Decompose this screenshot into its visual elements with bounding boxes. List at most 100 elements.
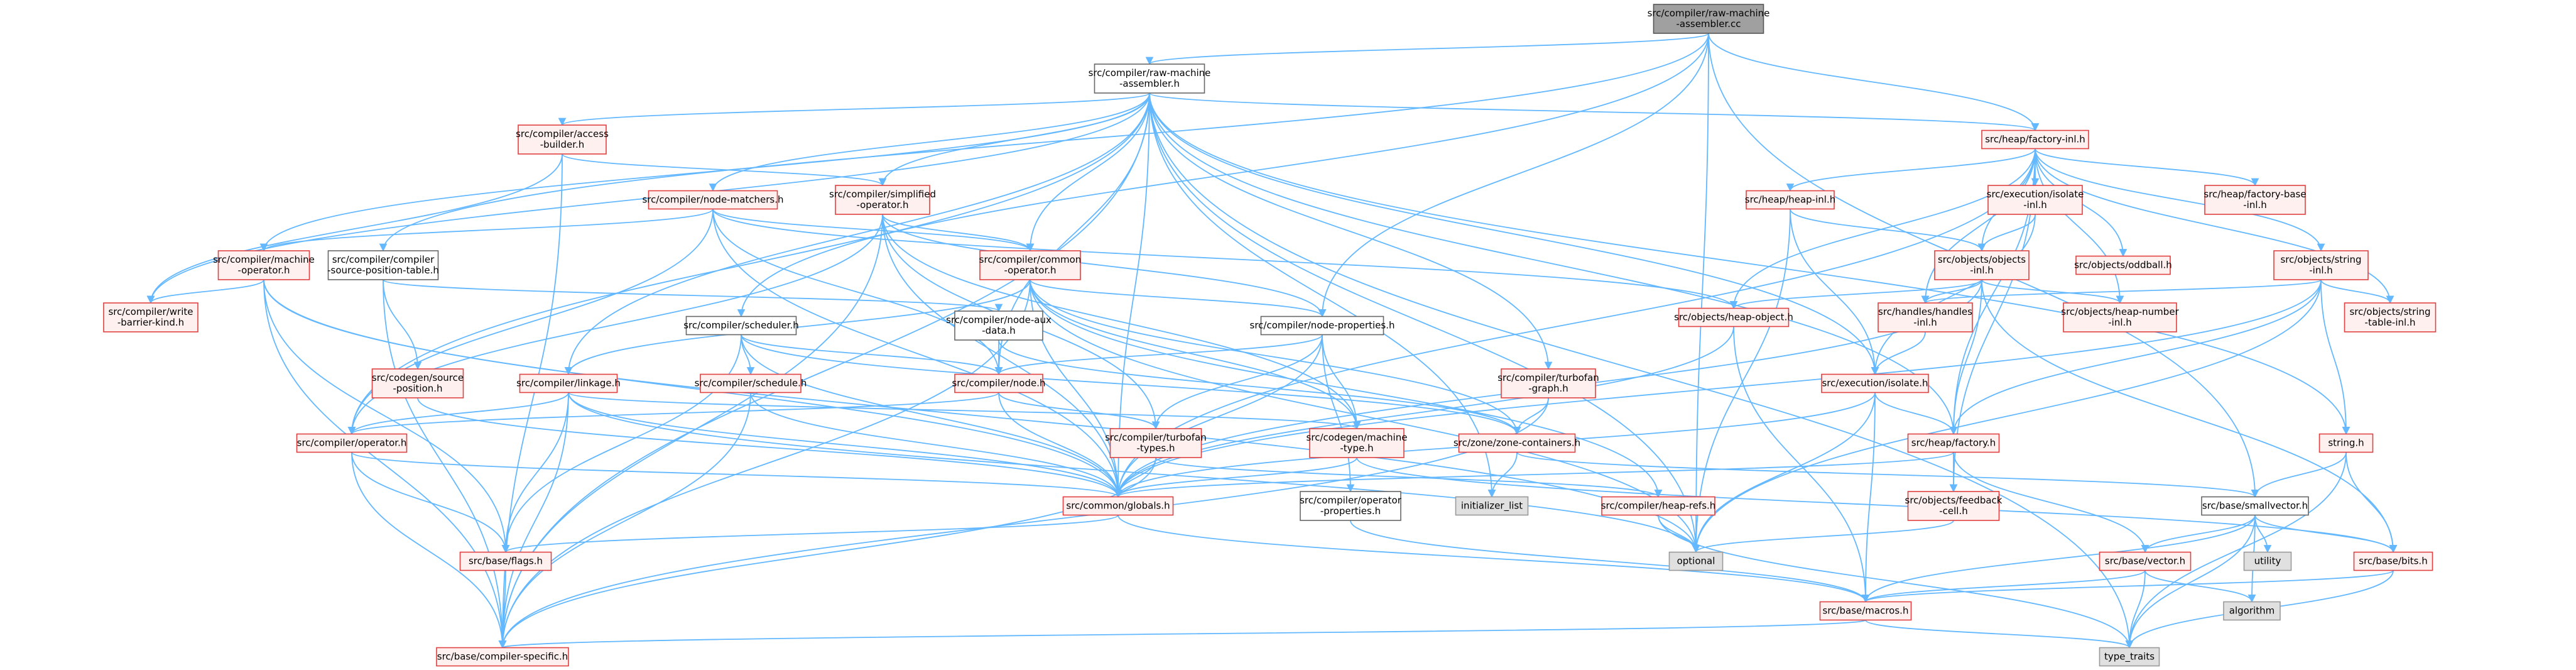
file-node-exec-isolate-inl[interactable]: src/execution/isolate-inl.h — [1987, 185, 2084, 215]
node-box — [2243, 551, 2292, 571]
node-label: -builder.h — [540, 139, 585, 150]
edge-raw_h-to-string_h — [1149, 92, 2350, 435]
file-node-turbofan-graph[interactable]: src/compiler/turbofan-graph.h — [1497, 368, 1599, 398]
node-label: src/objects/heap-number — [2061, 306, 2179, 317]
file-node-write-barrier[interactable]: src/compiler/write-barrier-kind.h — [103, 302, 198, 332]
file-node-machine-op[interactable]: src/compiler/machine-operator.h — [213, 250, 315, 280]
file-node-factory-inl[interactable]: src/heap/factory-inl.h — [1981, 129, 2089, 150]
edge-factory_inl-to-objects_string_inl — [2035, 148, 2325, 252]
file-node-src-pos[interactable]: src/compiler/compiler-source-position-ta… — [327, 250, 439, 280]
file-node-schedule[interactable]: src/compiler/schedule.h — [695, 373, 807, 393]
file-node-compiler-specific[interactable]: src/base/compiler-specific.h — [436, 647, 569, 667]
file-node-scheduler[interactable]: src/compiler/scheduler.h — [683, 316, 799, 336]
file-node-objects-objects-inl[interactable]: src/objects/objects-inl.h — [1934, 250, 2030, 280]
edge-string_h-to-type_traits — [2125, 452, 2347, 649]
edge-simplified-to-machine_type — [882, 214, 1361, 430]
file-node-heap-factory[interactable]: src/heap/factory.h — [1907, 433, 2000, 453]
file-node-linkage[interactable]: src/compiler/linkage.h — [516, 373, 621, 393]
file-node-heap-number-inl[interactable]: src/objects/heap-number-inl.h — [2061, 302, 2180, 332]
file-node-oddball[interactable]: src/objects/oddball.h — [2074, 255, 2172, 275]
edge-raw_h-to-common_op — [1026, 92, 1150, 252]
node-label: -inl.h — [1913, 317, 1937, 328]
file-node-objects-string-inl[interactable]: src/objects/string-inl.h — [2273, 250, 2369, 280]
edge-raw_h-to-heap_factory — [1149, 92, 1958, 435]
file-node-globals[interactable]: src/common/globals.h — [1062, 496, 1174, 516]
node-box — [2353, 551, 2433, 571]
edge-access-to-write_barrier — [146, 153, 563, 304]
edge-simplified-to-globals — [882, 214, 1122, 498]
node-label: src/base/macros.h — [1823, 605, 1909, 617]
edge-macros-to-compiler_specific — [499, 619, 1866, 649]
node-box — [2201, 496, 2309, 516]
node-label: src/compiler/node-properties.h — [1250, 320, 1395, 331]
edge-machine_type-to-globals — [1114, 457, 1357, 498]
file-node-common-op[interactable]: src/compiler/common-operator.h — [979, 250, 1082, 280]
file-node-base-bits[interactable]: src/base/bits.h — [2353, 551, 2433, 571]
edge-factory_inl-to-heap_number_inl — [2035, 148, 2124, 304]
file-node-factory-base-inl[interactable]: src/heap/factory-base-inl.h — [2204, 185, 2307, 215]
file-node-heap-inl[interactable]: src/heap/heap-inl.h — [1745, 190, 1835, 210]
edge-machine_type-to-base_bits — [1356, 457, 2398, 553]
node-label: -inl.h — [2023, 199, 2047, 211]
edge-base_vector-to-macros — [1861, 569, 2146, 603]
file-node-smallvector[interactable]: src/base/smallvector.h — [2201, 496, 2309, 516]
edge-operator-to-compiler_specific — [351, 452, 507, 649]
edge-linkage-to-optional — [568, 392, 1700, 553]
edge-raw_h-to-machine_op — [259, 92, 1150, 252]
edge-node_matchers-to-common_op — [712, 209, 1035, 252]
file-node-node[interactable]: src/compiler/node.h — [952, 373, 1046, 393]
edge-raw_h-to-exec_isolate — [1149, 92, 1879, 375]
file-node-string-table-inl[interactable]: src/objects/string-table-inl.h — [2344, 302, 2437, 332]
node-box — [1987, 185, 2083, 215]
node-box — [954, 310, 1043, 341]
node-box — [1934, 250, 2030, 280]
file-node-heap-object[interactable]: src/objects/heap-object.h — [1674, 307, 1793, 327]
node-box — [2318, 433, 2374, 453]
edge-exec_isolate-to-heap_factory — [1874, 392, 1958, 435]
edge-heap_factory-to-base_vector — [1953, 452, 2149, 553]
edge-node_aux-to-zone_containers — [998, 339, 1521, 435]
node-box — [436, 647, 569, 667]
file-node-flags[interactable]: src/base/flags.h — [459, 551, 552, 571]
file-node-feedback-cell[interactable]: src/objects/feedback-cell.h — [1905, 491, 2003, 521]
node-box — [1668, 551, 1724, 571]
file-node-codegen-srcpos[interactable]: src/codegen/source-position.h — [371, 368, 464, 398]
file-node-operator[interactable]: src/compiler/operator.h — [296, 433, 408, 453]
node-label: src/compiler/heap-refs.h — [1601, 500, 1716, 512]
file-node-raw-h[interactable]: src/compiler/raw-machine-assembler.h — [1089, 63, 1211, 94]
file-node-handles-inl[interactable]: src/handles/handles-inl.h — [1878, 302, 1973, 332]
edge-objects_string_inl-to-string_h — [2320, 279, 2350, 435]
file-node-macros[interactable]: src/base/macros.h — [1819, 601, 1912, 621]
file-node-base-vector[interactable]: src/base/vector.h — [2099, 551, 2192, 571]
edge-node-to-turbofan_types — [998, 392, 1160, 430]
file-node-access[interactable]: src/compiler/access-builder.h — [516, 124, 609, 155]
file-node-turbofan-types[interactable]: src/compiler/turbofan-types.h — [1105, 428, 1207, 458]
file-node-machine-type[interactable]: src/codegen/machine-type.h — [1307, 428, 1408, 458]
file-node-zone-containers[interactable]: src/zone/zone-containers.h — [1454, 433, 1580, 453]
file-node-exec-isolate[interactable]: src/execution/isolate.h — [1821, 373, 1929, 393]
file-node-heap-refs[interactable]: src/compiler/heap-refs.h — [1601, 496, 1716, 516]
node-box — [1678, 307, 1790, 327]
node-label: src/heap/heap-inl.h — [1745, 194, 1835, 206]
node-box — [1981, 129, 2089, 150]
node-label: -operator.h — [856, 199, 908, 211]
file-node-op-props[interactable]: src/compiler/operator-properties.h — [1300, 491, 1402, 521]
file-node-simplified[interactable]: src/compiler/simplified-operator.h — [829, 185, 936, 215]
edge-raw_cc-to-optional — [1692, 33, 1709, 553]
node-box — [979, 250, 1081, 280]
edge-factory_inl-to-heap_object — [1729, 148, 2036, 309]
file-node-string-h[interactable]: string.h — [2318, 433, 2374, 453]
node-box — [2075, 255, 2171, 275]
node-label: utility — [2254, 556, 2281, 567]
node-label: src/compiler/turbofan — [1105, 432, 1207, 443]
edge-src_pos-to-codegen_srcpos — [383, 279, 422, 370]
file-node-node-props[interactable]: src/compiler/node-properties.h — [1250, 316, 1395, 336]
node-label: src/codegen/machine — [1307, 432, 1408, 443]
edge-common_op-to-linkage — [564, 279, 1031, 375]
file-node-node-matchers[interactable]: src/compiler/node-matchers.h — [642, 190, 784, 210]
edge-raw_cc-to-factory_inl — [1708, 33, 2040, 131]
node-label: -inl.h — [2108, 317, 2132, 328]
node-box — [1907, 433, 2000, 453]
file-node-node-aux[interactable]: src/compiler/node-aux-data.h — [946, 310, 1052, 341]
file-node-raw-cc[interactable]: src/compiler/raw-machine-assembler.cc — [1648, 4, 1770, 34]
